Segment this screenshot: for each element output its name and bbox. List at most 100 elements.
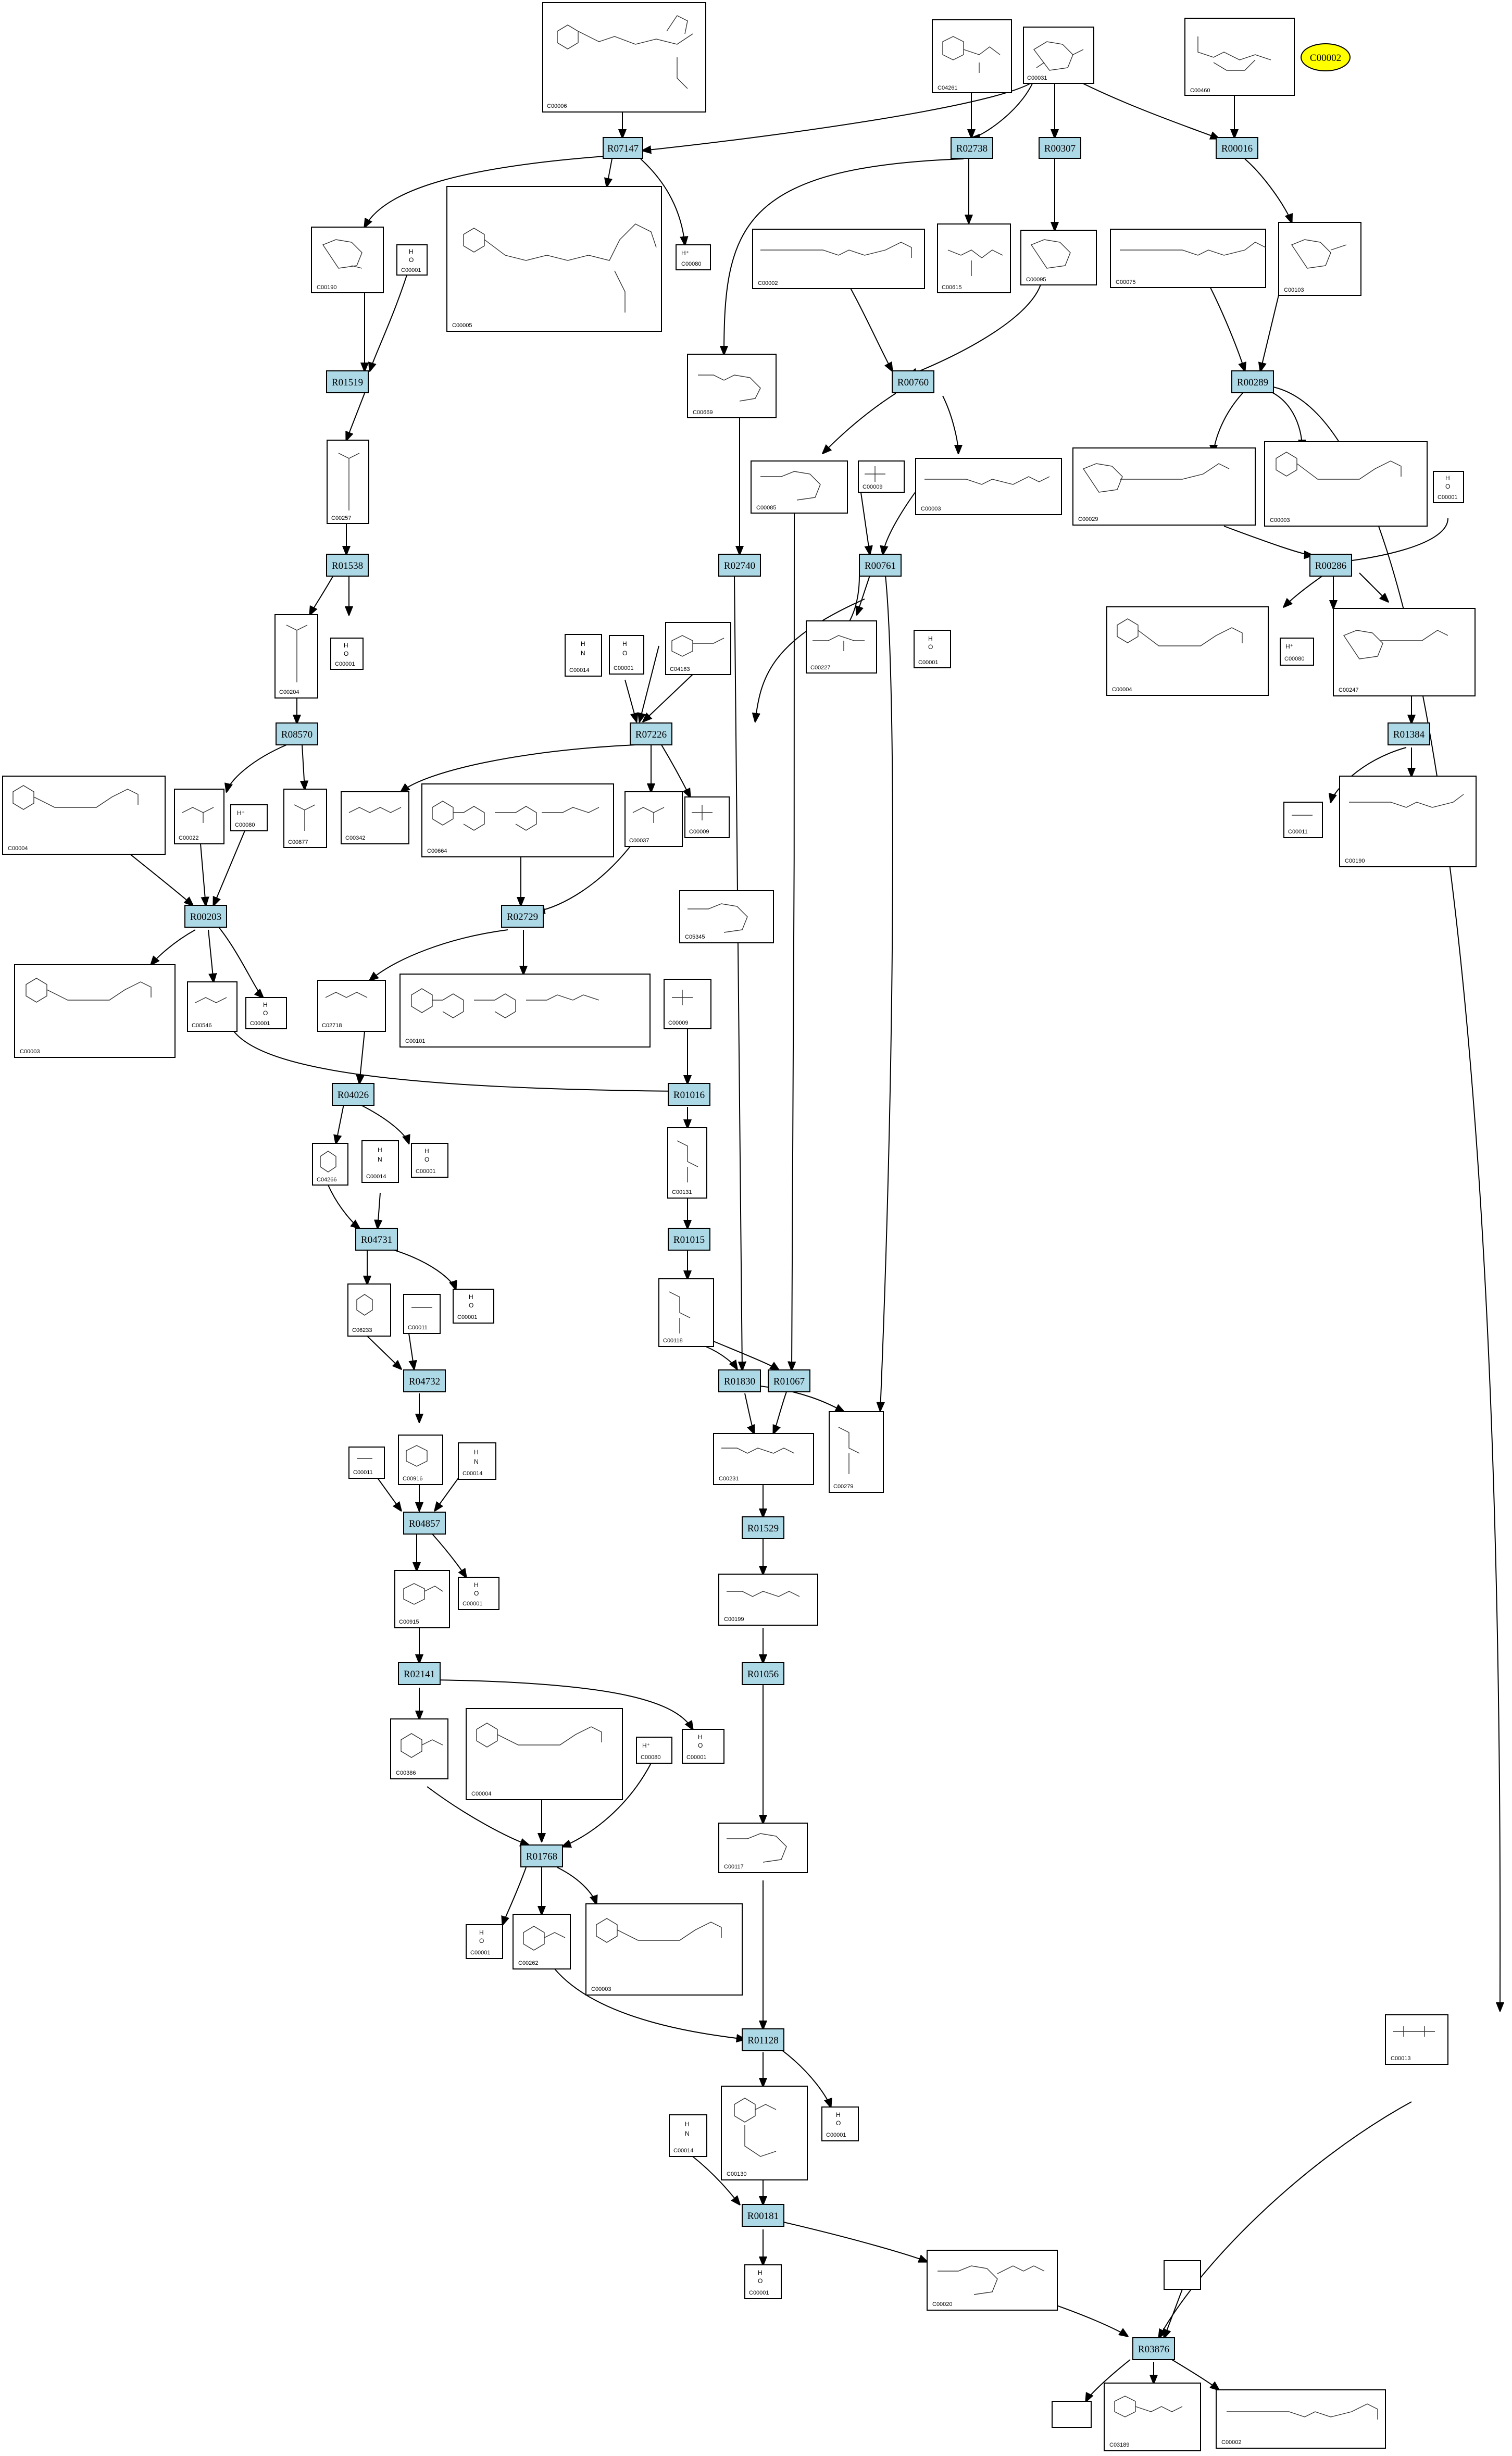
compound-node-c00003-a[interactable]: C00003 xyxy=(915,458,1062,515)
compound-node-c00190[interactable]: C00190 xyxy=(311,227,384,293)
reaction-node-r01830[interactable]: R01830 xyxy=(718,1369,761,1392)
compound-node-c00257[interactable]: C00257 xyxy=(327,440,369,524)
compound-node-c03189[interactable]: C03189 xyxy=(1104,2383,1201,2451)
reaction-node-r02740[interactable]: R02740 xyxy=(718,554,761,577)
reaction-node-r01529[interactable]: R01529 xyxy=(742,1516,784,1539)
compound-node-c00004-a[interactable]: C00004 xyxy=(1106,606,1269,696)
compound-node-c00460[interactable]: C00460 xyxy=(1184,18,1295,96)
compound-node-c00009-b[interactable]: C00009 xyxy=(684,796,730,838)
reaction-node-r04026[interactable]: R04026 xyxy=(332,1083,374,1106)
reaction-node-r00307[interactable]: R00307 xyxy=(1039,137,1081,159)
compound-node-c00262[interactable]: C00262 xyxy=(513,1914,571,1969)
compound-node-c00279[interactable]: C00279 xyxy=(829,1411,884,1493)
compound-node-c00204[interactable]: C00204 xyxy=(274,614,318,699)
compound-node-c00131[interactable]: C00131 xyxy=(667,1127,707,1199)
compound-node-c00009-a[interactable]: C00009 xyxy=(858,460,905,493)
compound-node-c06233[interactable]: C06233 xyxy=(347,1283,391,1337)
reaction-node-r08570[interactable]: R08570 xyxy=(276,722,318,745)
reaction-node-r01067[interactable]: R01067 xyxy=(768,1369,810,1392)
compound-node-c00190-b[interactable]: C00190 xyxy=(1339,776,1477,867)
reaction-node-r04732[interactable]: R04732 xyxy=(403,1369,446,1392)
reaction-node-r04731[interactable]: R04731 xyxy=(355,1228,398,1251)
compound-node-c00103[interactable]: C00103 xyxy=(1278,222,1361,296)
compound-node-c00075[interactable]: C00075 xyxy=(1110,229,1266,288)
compound-node-c00080-d[interactable]: H⁺C00080 xyxy=(636,1737,672,1764)
compound-node-c00013[interactable]: C00013 xyxy=(1385,2014,1448,2065)
compound-node-c04266[interactable]: C04266 xyxy=(312,1143,348,1186)
reaction-node-r00181[interactable]: R00181 xyxy=(742,2204,784,2227)
compound-node-c00342[interactable]: C00342 xyxy=(341,791,409,844)
compound-node-c00002-a[interactable]: C00002 xyxy=(752,229,925,289)
compound-node-c00006[interactable]: C00006 xyxy=(542,2,706,113)
compound-node-c00011-a[interactable]: C00011 xyxy=(1283,802,1323,838)
reaction-node-r00016[interactable]: R00016 xyxy=(1216,137,1258,159)
compound-node-c00199[interactable]: C00199 xyxy=(718,1574,818,1626)
reaction-node-r01519[interactable]: R01519 xyxy=(326,370,369,393)
compound-node-c00037[interactable]: C00037 xyxy=(624,791,683,847)
compound-node-c00011-b[interactable]: C00011 xyxy=(403,1294,441,1334)
compound-node-c00029[interactable]: C00029 xyxy=(1072,447,1256,526)
reaction-node-r02738[interactable]: R02738 xyxy=(951,137,993,159)
compound-node-c00877[interactable]: C00877 xyxy=(283,789,327,848)
compound-node-c00669[interactable]: C00669 xyxy=(687,354,777,418)
compound-node-c00118[interactable]: C00118 xyxy=(658,1278,714,1347)
reaction-node-r01016[interactable]: R01016 xyxy=(668,1083,710,1106)
compound-node-c00003-c[interactable]: C00003 xyxy=(14,964,176,1058)
compound-node-c00664[interactable]: C00664 xyxy=(421,783,614,857)
reaction-node-r00203[interactable]: R00203 xyxy=(184,905,227,928)
compound-node-c00011-c[interactable]: C00011 xyxy=(348,1447,385,1479)
compound-node-c00031[interactable]: C00031 xyxy=(1023,27,1094,84)
compound-node-c00022[interactable]: C00022 xyxy=(174,789,224,844)
reaction-node-r01768[interactable]: R01768 xyxy=(520,1844,563,1867)
compound-node-c00003-d[interactable]: C00003 xyxy=(585,1903,743,1996)
compound-node-c04261[interactable]: C04261 xyxy=(932,19,1012,93)
compound-node-c00386[interactable]: C00386 xyxy=(390,1718,448,1779)
compound-node-c00020[interactable]: C00020 xyxy=(927,2250,1058,2311)
compound-node-c00009-c[interactable]: C00009 xyxy=(664,979,711,1029)
compound-node-c00003-b[interactable]: C00003 xyxy=(1264,441,1428,527)
reaction-node-r00760[interactable]: R00760 xyxy=(892,370,934,393)
reaction-node-r01056[interactable]: R01056 xyxy=(742,1662,784,1685)
reaction-node-r03876[interactable]: R03876 xyxy=(1132,2337,1175,2360)
reaction-node-r00286[interactable]: R00286 xyxy=(1309,554,1352,577)
reaction-node-r07147[interactable]: R07147 xyxy=(603,137,643,159)
reaction-node-r02729[interactable]: R02729 xyxy=(501,905,544,928)
compound-node-c00915[interactable]: C00915 xyxy=(394,1570,450,1628)
compound-node-c02718[interactable]: C02718 xyxy=(317,980,386,1032)
reaction-node-r02141[interactable]: R02141 xyxy=(398,1662,441,1685)
compound-node-c00004-b[interactable]: C00004 xyxy=(2,776,166,855)
compound-node-c00080-a[interactable]: H⁺C00080 xyxy=(676,244,711,270)
compound-node-c00117[interactable]: C00117 xyxy=(718,1823,808,1873)
compound-node-c00005[interactable]: C00005 xyxy=(446,186,662,332)
reaction-node-r04857[interactable]: R04857 xyxy=(403,1512,446,1535)
compound-node-c00615[interactable]: C00615 xyxy=(937,223,1011,293)
reaction-node-r01015[interactable]: R01015 xyxy=(668,1228,710,1251)
reaction-node-r00289[interactable]: R00289 xyxy=(1231,370,1274,393)
compound-node-c00002-b[interactable]: C00002 xyxy=(1216,2389,1386,2449)
compound-node-c00080-c[interactable]: H⁺C00080 xyxy=(230,804,268,831)
reaction-node-r07226[interactable]: R07226 xyxy=(630,722,672,745)
compound-node-c00916[interactable]: C00916 xyxy=(398,1435,443,1485)
compound-node-c04163[interactable]: C04163 xyxy=(665,622,731,675)
compound-node-c00080-b[interactable]: H⁺C00080 xyxy=(1280,638,1314,666)
compound-highlight-oval[interactable]: C00002 xyxy=(1301,43,1351,71)
compound-node-c00095[interactable]: C00095 xyxy=(1020,230,1097,285)
reaction-node-r00761[interactable]: R00761 xyxy=(859,554,902,577)
compound-node-c00085[interactable]: C00085 xyxy=(751,460,848,514)
